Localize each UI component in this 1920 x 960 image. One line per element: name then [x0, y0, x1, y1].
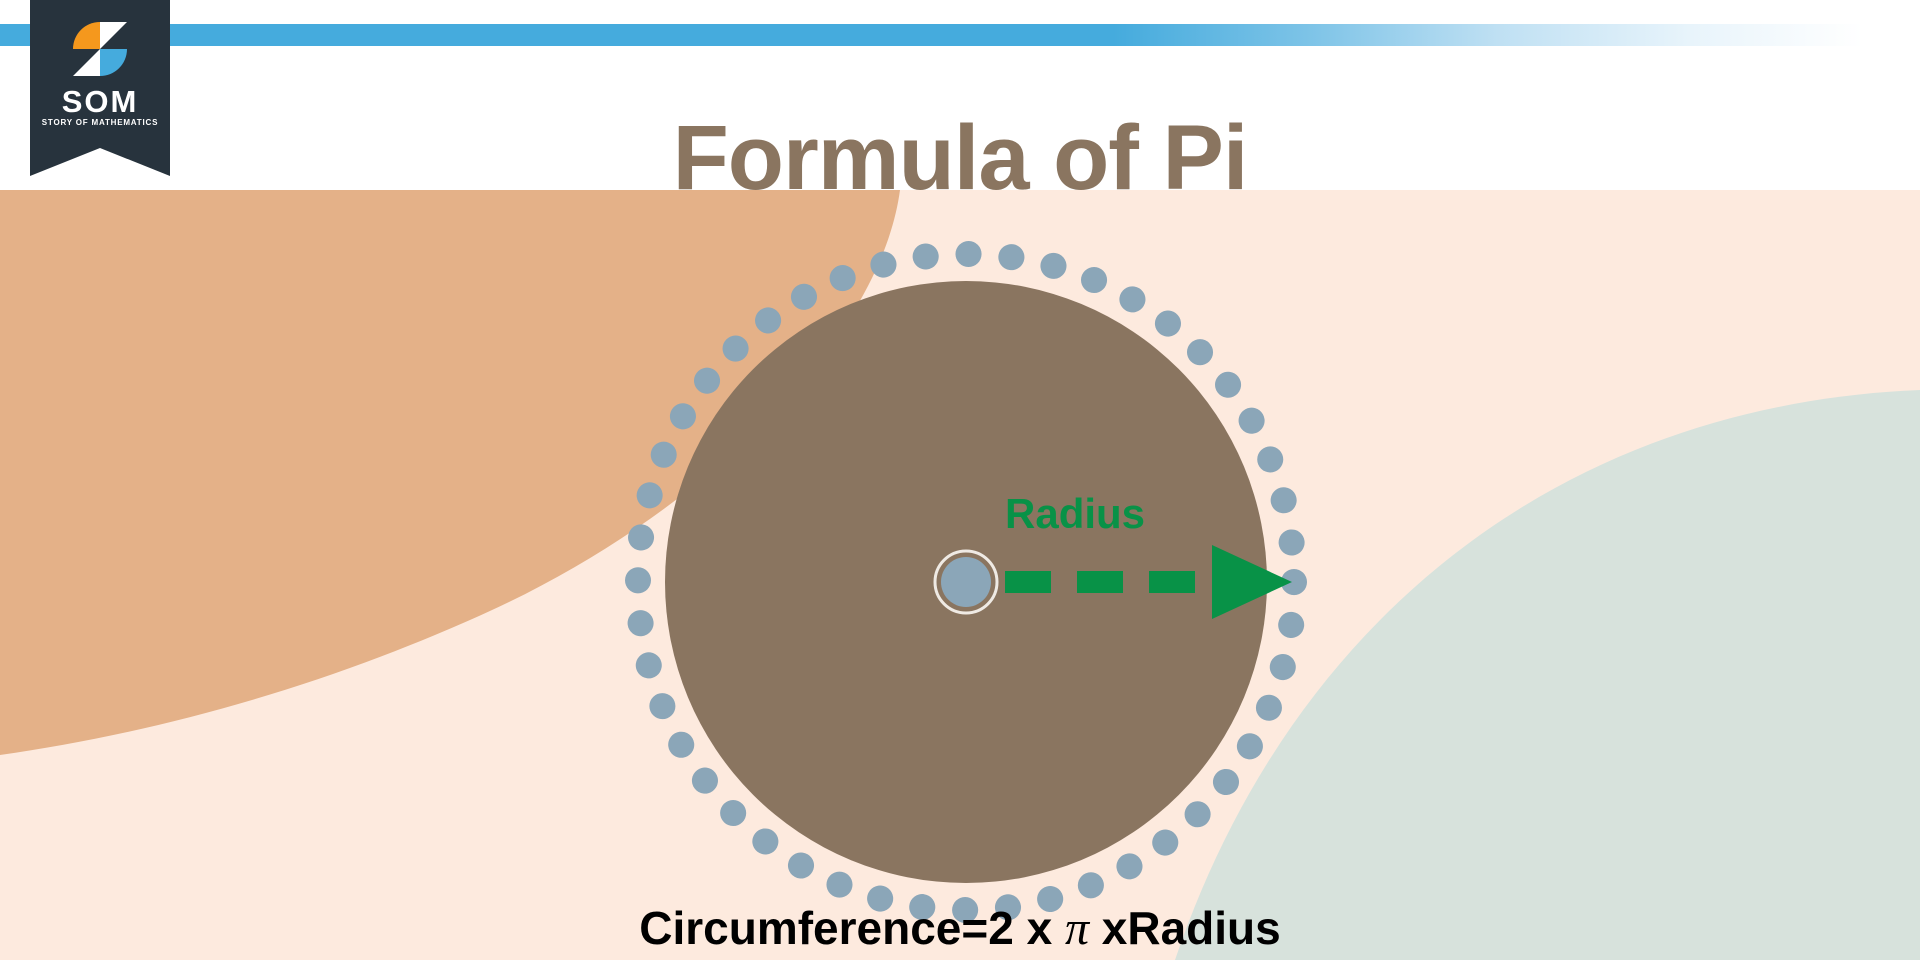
- radius-label: Radius: [1005, 490, 1146, 537]
- som-logo-wordmark: SOM: [61, 84, 139, 119]
- sage-background-shape: [1175, 390, 1920, 960]
- som-logo-banner[interactable]: SOM STORY OF MATHEMATICS: [30, 0, 170, 176]
- center-dot: [941, 557, 991, 607]
- center-ring: [933, 549, 999, 615]
- illustration-svg: [0, 190, 1920, 960]
- circumference-dots: [625, 241, 1307, 923]
- circumference-dot-ring: [625, 241, 1307, 923]
- caption-suffix: xRadius: [1089, 902, 1281, 954]
- som-logo-tagline: STORY OF MATHEMATICS: [41, 118, 159, 127]
- illustration-area: Radius: [0, 190, 1920, 960]
- pi-symbol: π: [1064, 902, 1090, 955]
- caption-prefix: Circumference=2 x: [639, 902, 1065, 954]
- som-logo-mark-icon: [73, 22, 127, 76]
- tan-background-shape: [0, 190, 900, 755]
- formula-caption: Circumference=2 x π xRadius: [0, 905, 1920, 953]
- header-accent-rule: [0, 24, 1920, 46]
- radius-arrow-head: [1212, 545, 1292, 619]
- page-title: Formula of Pi: [672, 106, 1249, 209]
